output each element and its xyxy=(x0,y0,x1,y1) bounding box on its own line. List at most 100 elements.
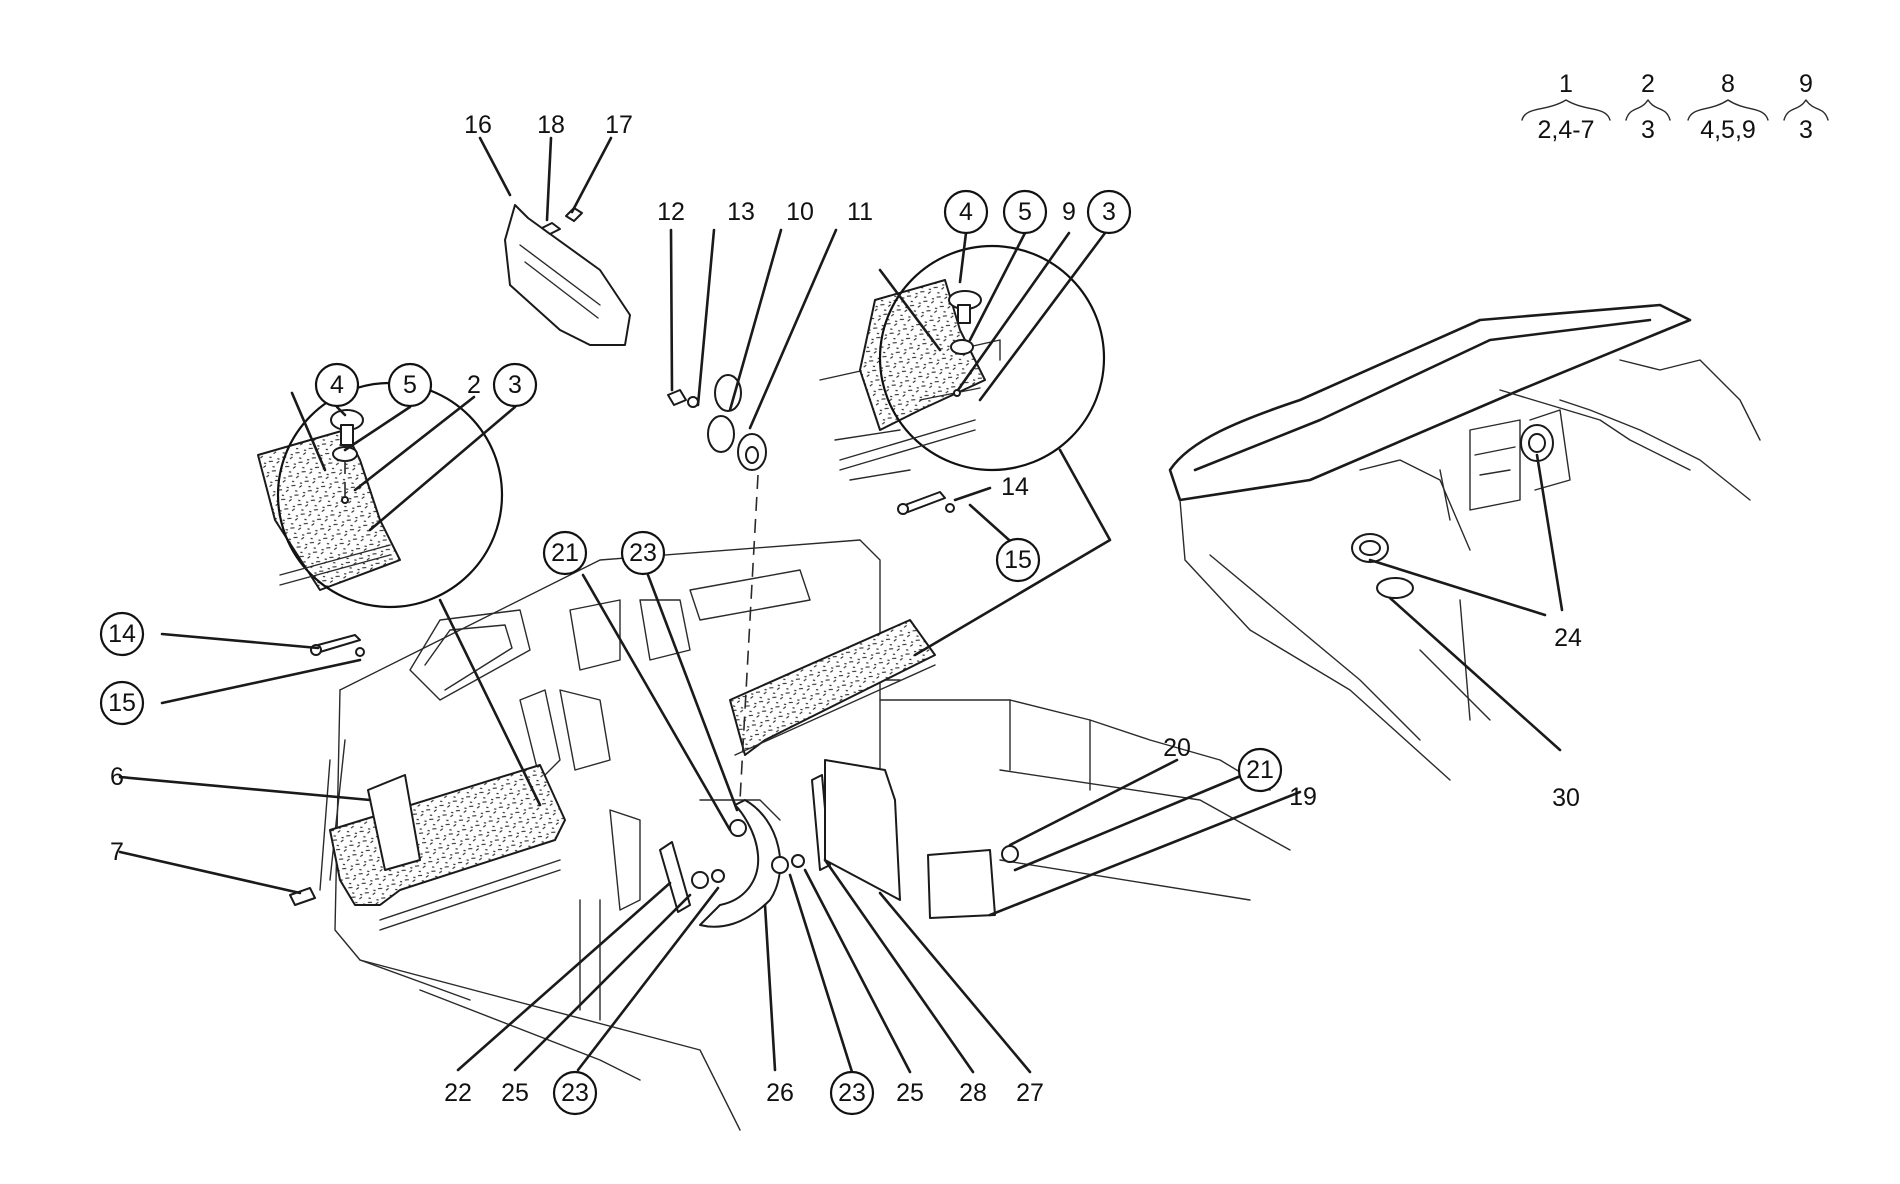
callout-number: 23 xyxy=(561,1079,589,1107)
callout: 20 xyxy=(1163,734,1191,762)
callout-number: 15 xyxy=(1004,546,1032,574)
callout-circle xyxy=(995,537,1041,583)
callout-number: 19 xyxy=(1289,783,1317,811)
callout-number: 20 xyxy=(1163,734,1191,762)
callout-number: 16 xyxy=(464,111,492,139)
callout: 18 xyxy=(537,111,565,139)
callout: 10 xyxy=(786,198,814,226)
circled-callout: 5 xyxy=(1002,189,1048,235)
circled-callout: 4 xyxy=(314,362,360,408)
callout-number: 30 xyxy=(1552,784,1580,812)
upper-dashboard xyxy=(1168,303,1761,781)
circled-callout: 14 xyxy=(99,611,145,657)
callout-number: 14 xyxy=(108,620,136,648)
callout-number: 25 xyxy=(896,1079,924,1107)
legend-item: 8 4,5,9 xyxy=(1687,70,1769,144)
leader-lines xyxy=(118,136,1564,1074)
circled-callout: 15 xyxy=(995,537,1041,583)
callout: 17 xyxy=(605,111,633,139)
callout-number: 5 xyxy=(403,371,417,399)
callout-number: 10 xyxy=(786,198,814,226)
dashboard-outline xyxy=(319,339,1291,1131)
callout-number: 15 xyxy=(108,689,136,717)
circled-callout: 4 xyxy=(943,189,989,235)
callout-circle xyxy=(314,362,360,408)
svg-text:3: 3 xyxy=(1799,116,1813,144)
callout-circle xyxy=(829,1070,875,1116)
callout: 19 xyxy=(1289,783,1317,811)
callout-number: 18 xyxy=(537,111,565,139)
callout-circle xyxy=(387,362,433,408)
callout-number: 13 xyxy=(727,198,755,226)
callout-number: 24 xyxy=(1554,624,1582,652)
callout: 7 xyxy=(110,838,124,866)
circled-callout: 5 xyxy=(387,362,433,408)
callout-number: 6 xyxy=(110,763,124,791)
callout-number: 22 xyxy=(444,1079,472,1107)
callout-circle xyxy=(99,611,145,657)
callout-number: 21 xyxy=(551,539,579,567)
callout-number: 4 xyxy=(330,371,344,399)
circled-callout: 23 xyxy=(620,530,666,576)
circled-callout: 21 xyxy=(542,530,588,576)
legend-item: 2 3 xyxy=(1625,70,1671,144)
callout-circle xyxy=(552,1070,598,1116)
callout-number: 27 xyxy=(1016,1079,1044,1107)
callout: 28 xyxy=(959,1079,987,1107)
svg-text:1: 1 xyxy=(1559,70,1573,98)
glovebox-cover xyxy=(504,204,631,346)
callout-number: 14 xyxy=(1001,473,1029,501)
callout-circle xyxy=(620,530,666,576)
callout: 11 xyxy=(847,198,873,226)
callout-number: 25 xyxy=(501,1079,529,1107)
callout-number: 23 xyxy=(629,539,657,567)
callout-number: 4 xyxy=(959,198,973,226)
callout-number: 9 xyxy=(1062,198,1076,226)
callout: 22 xyxy=(444,1079,472,1107)
legend-item: 9 3 xyxy=(1783,70,1829,144)
circled-callout: 15 xyxy=(99,680,145,726)
callout-circle xyxy=(1237,747,1283,793)
callout: 25 xyxy=(896,1079,924,1107)
circled-callout: 23 xyxy=(552,1070,598,1116)
callout-number: 26 xyxy=(766,1079,794,1107)
callout-circle xyxy=(492,362,538,408)
circled-callout: 21 xyxy=(1237,747,1283,793)
knee-panel-left xyxy=(329,764,566,931)
callout-number: 3 xyxy=(508,371,522,399)
callout: 25 xyxy=(501,1079,529,1107)
callout: 13 xyxy=(727,198,755,226)
callout-number: 12 xyxy=(657,198,685,226)
callout-number: 28 xyxy=(959,1079,987,1107)
callout: 12 xyxy=(657,198,685,226)
callout-number: 3 xyxy=(1102,198,1116,226)
callout-number: 23 xyxy=(838,1079,866,1107)
callout: 9 xyxy=(1062,198,1076,226)
callout: 2 xyxy=(467,371,481,399)
circled-callout: 3 xyxy=(492,362,538,408)
callout: 16 xyxy=(464,111,492,139)
svg-text:2,4-7: 2,4-7 xyxy=(1538,116,1595,144)
detail-circle-right xyxy=(839,244,1106,472)
callout-number: 11 xyxy=(847,198,873,226)
callout-circle xyxy=(99,680,145,726)
svg-text:4,5,9: 4,5,9 xyxy=(1700,116,1756,144)
callout: 30 xyxy=(1552,784,1580,812)
callout-number: 7 xyxy=(110,838,124,866)
callout: 14 xyxy=(1001,473,1029,501)
legend: 1 2,4-7 2 3 8 4,5,9 9 3 xyxy=(1521,70,1829,144)
callout-number: 21 xyxy=(1246,756,1274,784)
circled-callout: 23 xyxy=(829,1070,875,1116)
detail-circle-left xyxy=(257,381,504,609)
callout-number: 2 xyxy=(467,371,481,399)
center-bracket-assembly xyxy=(659,374,1019,928)
legend-item: 1 2,4-7 xyxy=(1521,70,1611,144)
svg-text:8: 8 xyxy=(1721,70,1735,98)
callout: 24 xyxy=(1554,624,1582,652)
callout-circle xyxy=(1086,189,1132,235)
callout: 27 xyxy=(1016,1079,1044,1107)
callout-circle xyxy=(542,530,588,576)
callout: 26 xyxy=(766,1079,794,1107)
grommet-assembly xyxy=(1351,424,1554,599)
